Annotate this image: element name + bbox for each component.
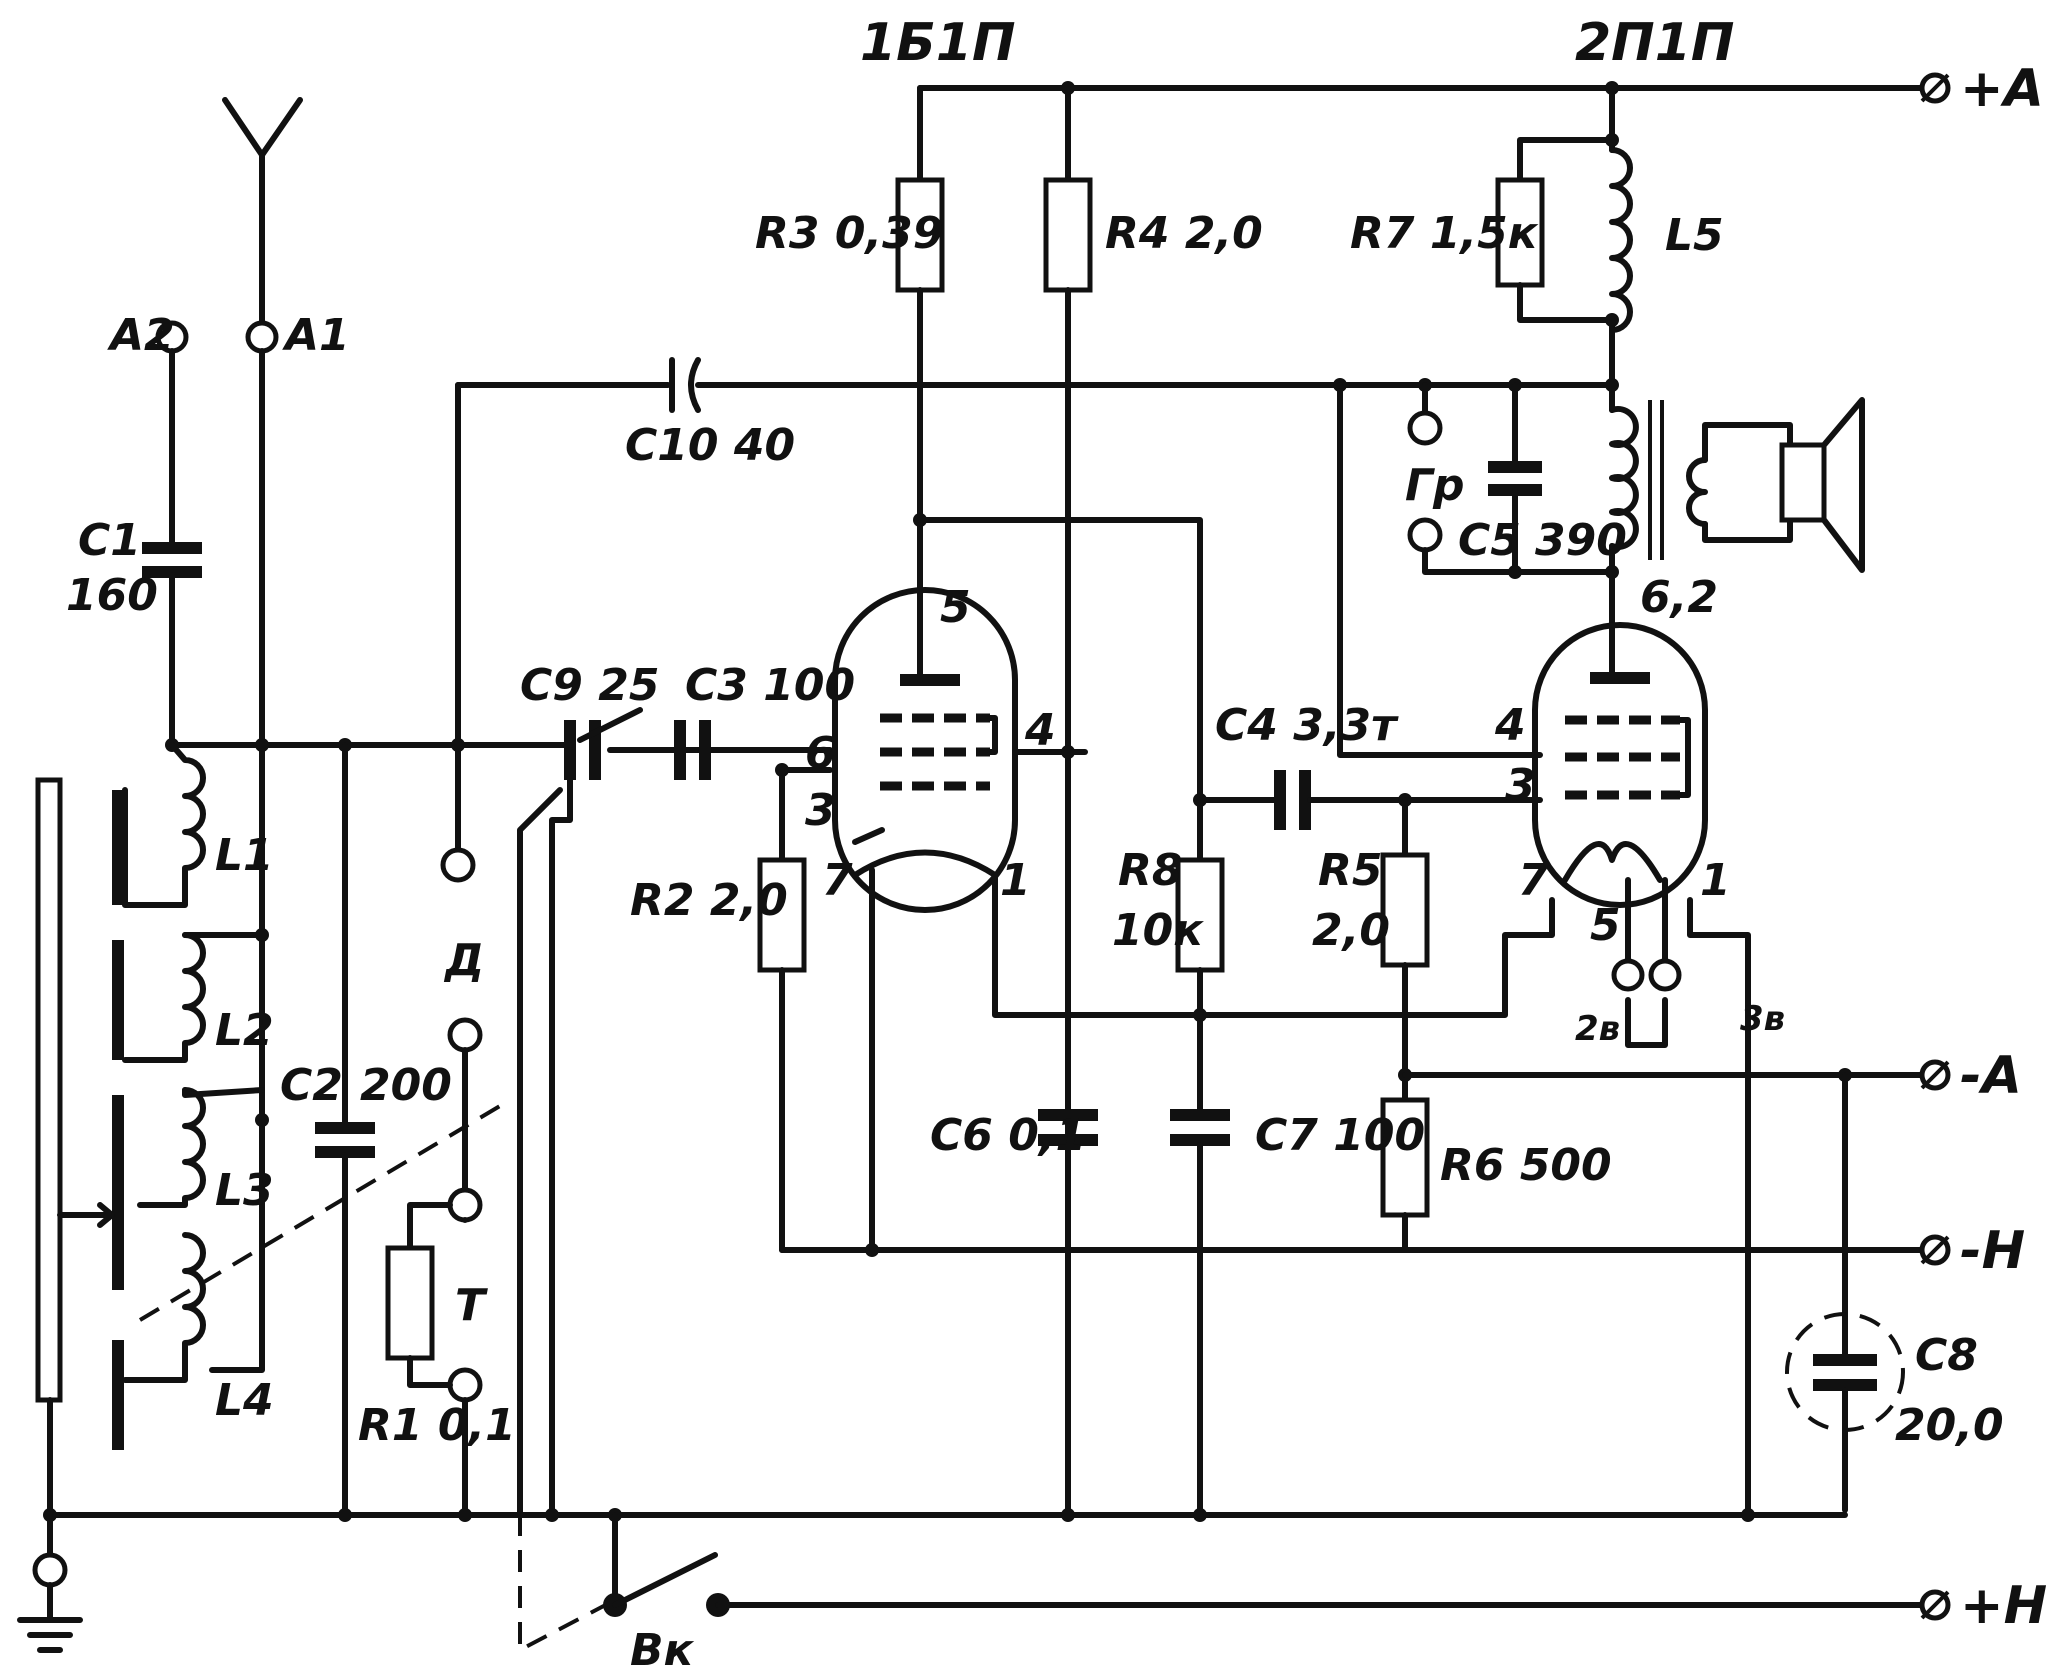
r4-resistor bbox=[1043, 177, 1093, 293]
r1-resistor bbox=[385, 1245, 435, 1361]
c8-label: C8 bbox=[1915, 1330, 1978, 1381]
ground-terminal[interactable] bbox=[32, 1552, 68, 1588]
v2-heater-a-label: 2в bbox=[1575, 1009, 1620, 1049]
gr-label: Гр bbox=[1405, 460, 1465, 511]
l3-label: L3 bbox=[215, 1165, 274, 1216]
gr-c5 bbox=[1407, 382, 1619, 579]
c7-label: C7 100 bbox=[1255, 1110, 1425, 1161]
l2-label: L2 bbox=[215, 1005, 274, 1056]
r3-label: R3 0,39 bbox=[755, 208, 943, 259]
feedback-rail bbox=[455, 357, 1619, 853]
speaker-magnet bbox=[1779, 442, 1827, 523]
d-label: Д bbox=[443, 935, 484, 986]
plus-n-label: +Н bbox=[1960, 1576, 2047, 1636]
l5-label: L5 bbox=[1665, 210, 1724, 261]
r8-label: R8 bbox=[1118, 845, 1183, 896]
c6-label: C6 0,1 bbox=[930, 1110, 1086, 1161]
r7-label: R7 1,5к bbox=[1350, 208, 1539, 259]
vk-label: Вк bbox=[630, 1625, 695, 1676]
antenna-section bbox=[35, 97, 573, 1450]
l4-label: L4 bbox=[215, 1375, 274, 1426]
r5-label: R5 bbox=[1318, 845, 1383, 896]
c2-value: 200 bbox=[360, 1060, 452, 1111]
v1-pin-5: 5 bbox=[940, 582, 971, 633]
r6-resistor bbox=[1380, 1097, 1430, 1218]
c5-value: 390 bbox=[1535, 515, 1627, 566]
c5-label: C5 bbox=[1458, 515, 1521, 566]
v1-pin-4: 4 bbox=[1024, 705, 1056, 756]
a2-label: A2 bbox=[107, 310, 175, 361]
minus-n-label: -Н bbox=[1960, 1221, 2025, 1281]
v1-anode-wire bbox=[917, 517, 1203, 803]
r7-l5-parallel bbox=[1495, 133, 1633, 398]
r2-label: R2 2,0 bbox=[630, 875, 788, 926]
c4-label: C4 3,3т bbox=[1215, 700, 1399, 751]
r6-label: R6 500 bbox=[1440, 1140, 1612, 1191]
v2-pin-7: 7 bbox=[1518, 855, 1549, 906]
output-transformer bbox=[1609, 392, 1865, 633]
c1-label: C1 bbox=[78, 515, 141, 566]
c1-value: 160 bbox=[66, 570, 158, 621]
a1-label: A1 bbox=[282, 310, 350, 361]
r4-label: R4 2,0 bbox=[1105, 208, 1263, 259]
t-label: Т bbox=[455, 1280, 488, 1331]
l1-label: L1 bbox=[215, 830, 274, 881]
v1-pin-7: 7 bbox=[822, 855, 853, 906]
r5-value: 2,0 bbox=[1312, 905, 1390, 956]
c10-label: C10 40 bbox=[625, 420, 795, 471]
v2-heater-b-label: 3в bbox=[1740, 999, 1785, 1039]
tube-v2 bbox=[1532, 622, 1708, 908]
v2-pin-62: 6,2 bbox=[1640, 572, 1718, 623]
v1-pin-3: 3 bbox=[805, 785, 836, 836]
c3-label: C3 100 bbox=[685, 660, 855, 711]
v2-pin-5: 5 bbox=[1590, 900, 1621, 951]
v1-pin-6: 6 bbox=[805, 728, 836, 779]
v2-label: 2П1П bbox=[1575, 13, 1734, 73]
filament-wire bbox=[992, 872, 1555, 1018]
c9-label: C9 25 bbox=[520, 660, 659, 711]
v2-pin-1: 1 bbox=[1700, 855, 1731, 906]
v1-label: 1Б1П bbox=[860, 13, 1016, 73]
v2-screen-wire bbox=[1337, 382, 1543, 758]
v2-pin-3: 3 bbox=[1505, 760, 1536, 811]
r1-label: R1 0,1 bbox=[358, 1400, 516, 1451]
tube-v1 bbox=[832, 517, 1018, 913]
minus-a-label: -A bbox=[1960, 1046, 2022, 1106]
plus-a-rail bbox=[917, 72, 1951, 183]
plus-a-label: +A bbox=[1960, 59, 2044, 119]
c2-label: C2 bbox=[280, 1060, 343, 1111]
r2-resistor bbox=[757, 857, 807, 973]
v2-pin-4: 4 bbox=[1494, 700, 1526, 751]
r8-value: 10к bbox=[1112, 905, 1204, 956]
ferrite-rod bbox=[35, 777, 63, 1403]
v1-pin-1: 1 bbox=[1000, 855, 1031, 906]
r3-resistor bbox=[895, 177, 945, 293]
c8-value: 20,0 bbox=[1895, 1400, 2004, 1451]
